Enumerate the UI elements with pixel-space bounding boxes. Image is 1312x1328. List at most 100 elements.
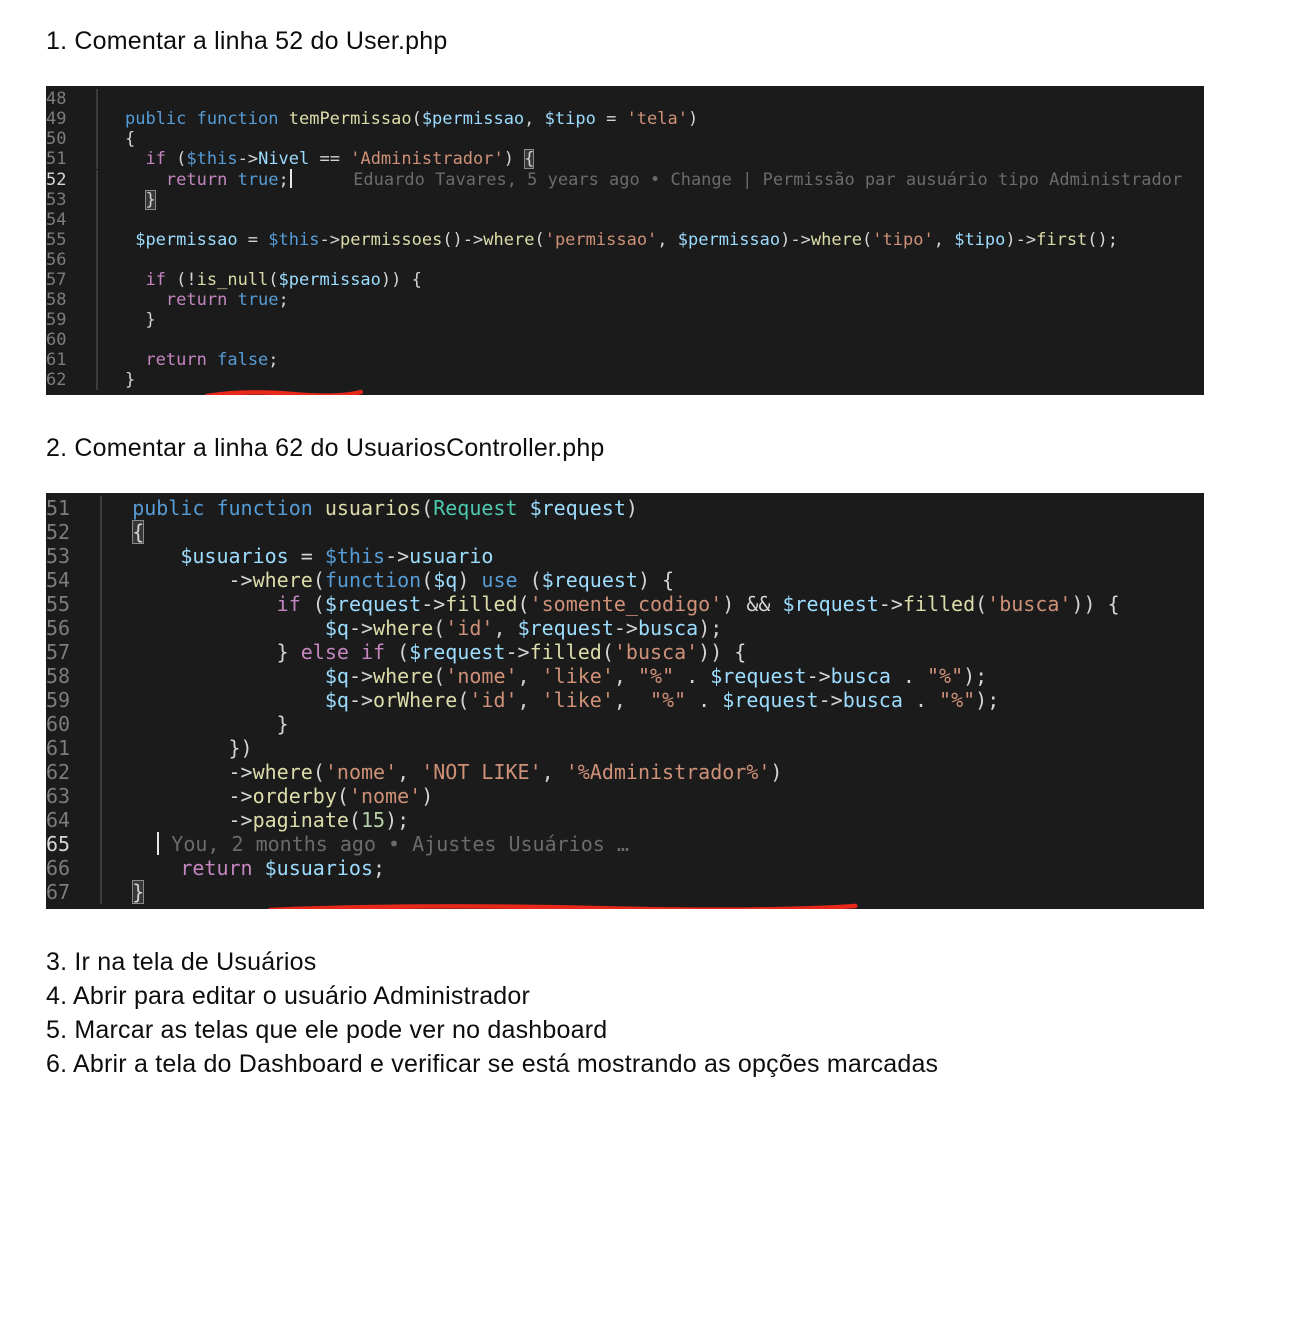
code-text: return true; <box>165 289 289 310</box>
code-line-62[interactable]: 62 } <box>46 369 1204 390</box>
code-text: return false; <box>145 349 279 370</box>
code-text: }) <box>108 735 253 760</box>
code-line-52[interactable]: 52 { <box>46 519 1204 544</box>
code-text: if ($this->Nivel == 'Administrador') { <box>145 149 535 169</box>
git-blame-annotation: Eduardo Tavares, 5 years ago • Change | … <box>353 169 1183 190</box>
code-line-53[interactable]: 53 } <box>46 189 1204 210</box>
line-number-54[interactable]: 54 <box>46 567 102 592</box>
code-line-61[interactable]: 61 }) <box>46 735 1204 760</box>
code-line-63[interactable]: 63 ->orderby('nome') <box>46 783 1204 808</box>
code-text: ->paginate(15); <box>108 807 410 832</box>
code-text <box>98 89 104 109</box>
line-number-65[interactable]: 65 <box>46 831 102 856</box>
code-line-54[interactable]: 54 <box>46 209 1204 230</box>
code-line-50[interactable]: 50 { <box>46 129 1204 149</box>
code-line-56[interactable]: 56 <box>46 249 1204 270</box>
code-line-59[interactable]: 59 } <box>46 309 1204 330</box>
code-text: You, 2 months ago • Ajustes Usuários … <box>102 832 629 856</box>
text-caret <box>157 832 160 855</box>
code-line-57[interactable]: 57 if (!is_null($permissao)) { <box>46 269 1204 290</box>
instruction-step-4: 4. Abrir para editar o usuário Administr… <box>46 981 531 1010</box>
line-number-58[interactable]: 58 <box>46 289 98 310</box>
git-blame-annotation: You, 2 months ago • Ajustes Usuários … <box>171 831 629 856</box>
line-number-51[interactable]: 51 <box>46 495 102 520</box>
line-number-51[interactable]: 51 <box>46 149 98 169</box>
code-text: public function usuarios(Request $reques… <box>132 495 638 520</box>
code-line-53[interactable]: 53 $usuarios = $this->usuario <box>46 543 1204 568</box>
code-line-51[interactable]: 51 if ($this->Nivel == 'Administrador') … <box>46 149 1204 169</box>
line-number-59[interactable]: 59 <box>46 687 102 712</box>
code-line-64[interactable]: 64 ->paginate(15); <box>46 807 1204 832</box>
code-text: ->orderby('nome') <box>108 783 434 808</box>
code-line-60[interactable]: 60 } <box>46 711 1204 736</box>
code-line-58[interactable]: 58 return true; <box>46 289 1204 310</box>
instruction-step-2: 2. Comentar a linha 62 do UsuariosContro… <box>46 433 605 462</box>
line-number-57[interactable]: 57 <box>46 269 98 290</box>
line-number-59[interactable]: 59 <box>46 309 98 330</box>
code-line-54[interactable]: 54 ->where(function($q) use ($request) { <box>46 567 1204 592</box>
code-text: $usuarios = $this->usuario <box>180 543 494 568</box>
code-line-62[interactable]: 62 ->where('nome', 'NOT LIKE', '%Adminis… <box>46 759 1204 909</box>
line-number-49[interactable]: 49 <box>46 109 98 129</box>
line-number-52[interactable]: 52 <box>46 519 102 544</box>
code-text: } <box>104 369 136 390</box>
text-caret <box>289 169 292 189</box>
code-line-61[interactable]: 61 return false; <box>46 349 1204 370</box>
line-number-62[interactable]: 62 <box>46 369 98 390</box>
code-text: { <box>132 519 145 544</box>
code-text: ->where('nome', 'NOT LIKE', '%Administra… <box>108 759 783 784</box>
code-text: } <box>132 879 145 904</box>
line-number-56[interactable]: 56 <box>46 249 98 270</box>
code-text <box>98 250 104 270</box>
instruction-step-6: 6. Abrir a tela do Dashboard e verificar… <box>46 1049 939 1078</box>
code-text: } <box>108 711 289 736</box>
line-number-61[interactable]: 61 <box>46 349 98 370</box>
code-line-60[interactable]: 60 <box>46 329 1204 350</box>
code-text: ->where(function($q) use ($request) { <box>108 567 675 592</box>
code-text: return $usuarios; <box>180 855 386 880</box>
code-line-58[interactable]: 58 $q->where('nome', 'like', "%" . $requ… <box>46 663 1204 688</box>
code-line-57[interactable]: 57 } else if ($request->filled('busca'))… <box>46 639 1204 664</box>
line-number-60[interactable]: 60 <box>46 711 102 736</box>
code-text: $q->where('id', $request->busca); <box>324 615 723 640</box>
line-number-53[interactable]: 53 <box>46 543 102 568</box>
code-line-65[interactable]: 65 You, 2 months ago • Ajustes Usuários … <box>46 831 1204 856</box>
line-number-66[interactable]: 66 <box>46 855 102 880</box>
line-number-52[interactable]: 52 <box>46 169 98 190</box>
code-line-56[interactable]: 56 $q->where('id', $request->busca); <box>46 615 1204 640</box>
line-number-55[interactable]: 55 <box>46 591 102 616</box>
line-number-54[interactable]: 54 <box>46 209 98 230</box>
line-number-58[interactable]: 58 <box>46 663 102 688</box>
code-line-49[interactable]: 49 public function temPermissao($permiss… <box>46 109 1204 129</box>
code-text: public function temPermissao($permissao,… <box>124 109 699 129</box>
code-text: } <box>145 189 156 210</box>
code-line-66[interactable]: 66 return $usuarios; <box>46 855 1204 880</box>
line-number-63[interactable]: 63 <box>46 783 102 808</box>
code-line-48[interactable]: 48 <box>46 89 1204 109</box>
line-number-56[interactable]: 56 <box>46 615 102 640</box>
line-number-60[interactable]: 60 <box>46 329 98 350</box>
line-number-62[interactable]: 62 <box>46 759 102 784</box>
code-text: } <box>104 309 156 330</box>
line-number-67[interactable]: 67 <box>46 879 102 904</box>
code-line-52[interactable]: 52 return true; Eduardo Tavares, 5 years … <box>46 169 1204 395</box>
code-line-51[interactable]: 51 public function usuarios(Request $req… <box>46 495 1204 520</box>
line-number-53[interactable]: 53 <box>46 189 98 210</box>
line-number-61[interactable]: 61 <box>46 735 102 760</box>
code-line-55[interactable]: 55 $permissao = $this->permissoes()->whe… <box>46 229 1204 250</box>
line-number-57[interactable]: 57 <box>46 639 102 664</box>
line-number-55[interactable]: 55 <box>46 229 98 250</box>
line-number-48[interactable]: 48 <box>46 89 98 109</box>
line-number-50[interactable]: 50 <box>46 129 98 149</box>
code-line-59[interactable]: 59 $q->orWhere('id', 'like', "%" . $requ… <box>46 687 1204 712</box>
code-text: if ($request->filled('somente_codigo') &… <box>276 591 1120 616</box>
code-line-67[interactable]: 67 } <box>46 879 1204 904</box>
instruction-steps-list: 3. Ir na tela de Usuários 4. Abrir para … <box>46 945 1312 1081</box>
code-text: $q->where('nome', 'like', "%" . $request… <box>324 663 988 688</box>
code-text: { <box>104 129 136 149</box>
line-number-64[interactable]: 64 <box>46 807 102 832</box>
code-line-55[interactable]: 55 if ($request->filled('somente_codigo'… <box>46 591 1204 616</box>
usuarioscontroller-php-editor[interactable]: 51 public function usuarios(Request $req… <box>46 492 1204 909</box>
code-text: $q->orWhere('id', 'like', "%" . $request… <box>324 687 1000 712</box>
